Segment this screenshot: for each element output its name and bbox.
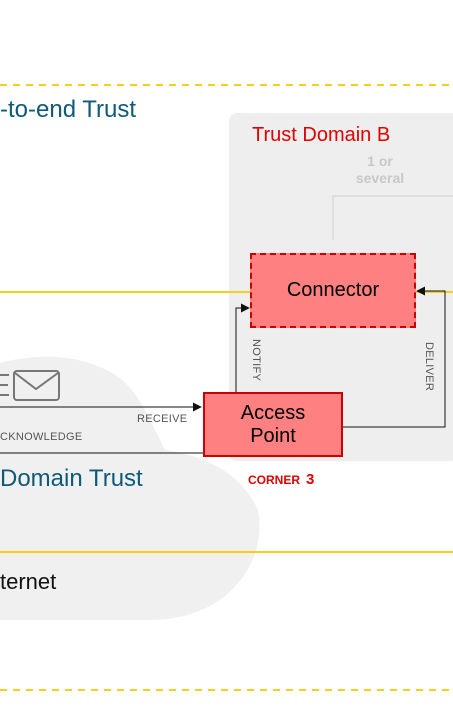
- connector-label: Connector: [286, 279, 380, 301]
- several-note-line2: several: [355, 170, 405, 186]
- envelope-icon: [0, 370, 60, 401]
- acknowledge-label: CKNOWLEDGE: [0, 431, 83, 443]
- several-outline: [332, 195, 453, 240]
- end-to-end-trust-title: -to-end Trust: [0, 96, 137, 123]
- corner-label: CORNER 3: [248, 472, 314, 487]
- access-point-node: Access Point: [203, 392, 343, 457]
- trust-domain-b-label: Trust Domain B: [252, 124, 391, 146]
- access-point-label-line2: Point: [250, 424, 296, 447]
- internet-title: ternet: [0, 569, 57, 594]
- several-note-line1: 1 or: [367, 153, 393, 169]
- internet-cloud: [0, 356, 260, 620]
- receive-label: RECEIVE: [137, 413, 188, 425]
- notify-label: NOTIFY: [250, 339, 262, 382]
- notify-arrow: [235, 303, 250, 392]
- domain-trust-title: Domain Trust: [0, 465, 143, 492]
- access-point-label-line1: Access: [240, 401, 306, 424]
- several-note: 1 or several: [342, 153, 418, 187]
- deliver-label: DELIVER: [423, 342, 435, 392]
- corner-number: 3: [306, 471, 315, 488]
- deliver-arrow: [343, 286, 446, 428]
- connector-node: Connector: [250, 253, 416, 328]
- corner-label-text: CORNER: [248, 473, 301, 487]
